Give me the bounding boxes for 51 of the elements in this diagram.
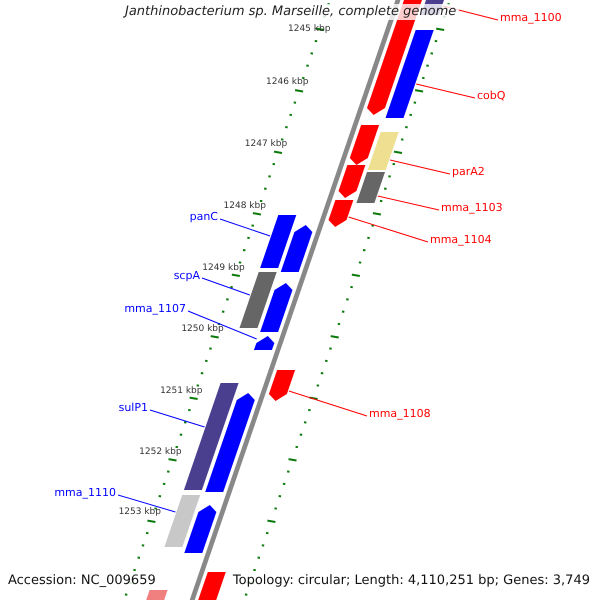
gene-block — [260, 283, 292, 332]
leader-line — [348, 216, 428, 242]
gene-block — [240, 272, 277, 328]
gene-label: mma_1108 — [369, 408, 431, 420]
gene-label: mma_1110 — [54, 487, 116, 500]
gene-block — [196, 572, 226, 600]
tick-label: 1249 kbp — [202, 264, 245, 274]
leader-line — [220, 218, 271, 236]
gene-block — [268, 370, 296, 401]
gene-block — [184, 505, 216, 553]
gene-label: parA2 — [452, 166, 485, 178]
gene-block — [350, 125, 380, 165]
gene-label: mma_1100 — [500, 12, 562, 24]
title: Janthinobacterium sp. Marseille, complete genome — [122, 4, 460, 20]
gene-label: mma_1104 — [430, 234, 492, 246]
gene-block — [368, 132, 399, 170]
leader-line — [288, 390, 368, 416]
leader-line — [416, 84, 476, 98]
topology-text: Topology: circular; Length: 4,110,251 bp; Genes: 3,749 — [232, 574, 590, 588]
tick-label: 1245 kbp — [288, 25, 330, 35]
gene-block — [356, 172, 385, 203]
tick-label: 1247 kbp — [244, 140, 288, 150]
gene-label: scpA — [174, 270, 200, 282]
tick-label: 1251 kbp — [160, 387, 202, 397]
tick-label: 1252 kbp — [139, 448, 182, 458]
gene-block — [205, 393, 255, 492]
leader-line — [118, 494, 176, 512]
tick-label: 1253 kbp — [118, 508, 161, 518]
tick-label: 1250 kbp — [181, 325, 224, 335]
tick-label: 1246 kbp — [266, 78, 308, 88]
gene-block — [260, 215, 296, 268]
gene-block — [164, 495, 200, 547]
gene-label: sulP1 — [118, 402, 148, 414]
leader-line — [377, 196, 440, 210]
tick-label: 1248 kbp — [224, 202, 266, 212]
leader-line — [150, 410, 205, 428]
gene-block — [338, 165, 366, 198]
leader-line — [202, 278, 250, 296]
leader-line — [188, 310, 258, 340]
accession-text: Accession: NC_009659 — [8, 574, 156, 588]
gene-block — [254, 336, 274, 350]
gene-block — [386, 30, 434, 118]
gene-block — [280, 225, 312, 272]
gene-block — [144, 590, 168, 600]
gene-block — [184, 383, 239, 490]
gene-label: mma_1107 — [124, 303, 186, 316]
leader-line — [390, 160, 450, 174]
gene-block — [328, 200, 354, 227]
gene-label: mma_1103 — [441, 202, 503, 214]
gene-label: panC — [190, 211, 218, 224]
gene-label: cobQ — [477, 90, 506, 102]
